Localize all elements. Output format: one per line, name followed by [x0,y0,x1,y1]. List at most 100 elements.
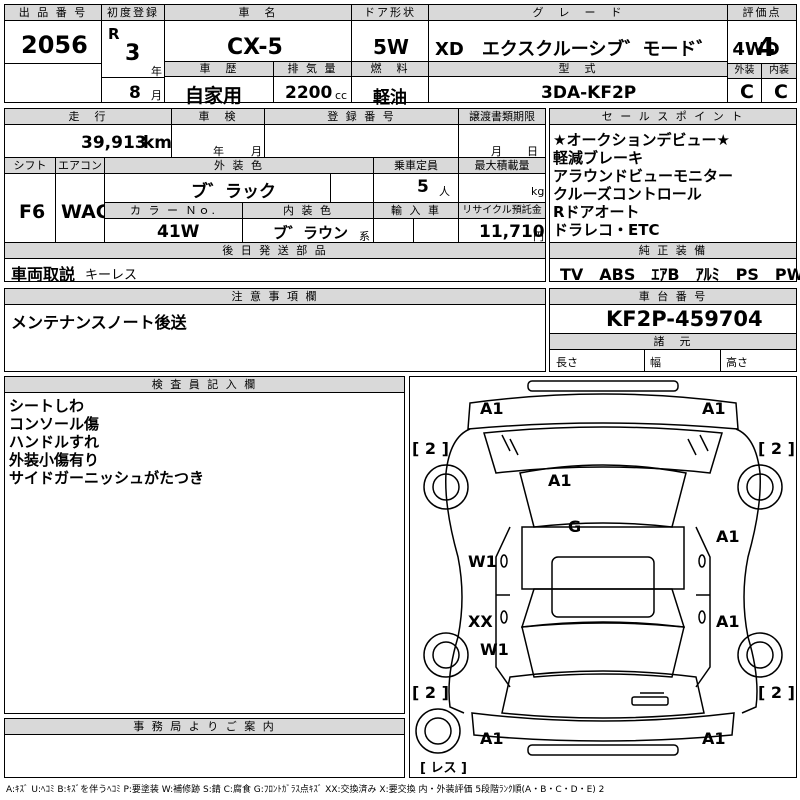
int-score: C [774,81,788,103]
transfer-day-unit: 日 [527,145,538,158]
notes-label: 注 意 事 項 欄 [5,289,545,305]
fuel: 軽油 [373,88,407,108]
mark-a1-bottom-left: A1 [480,729,504,748]
score: 4 [757,33,776,63]
chassis-panel: 車 台 番 号 KF2P-459704 諸 元 長さ 幅 高さ [549,288,797,372]
inspection-label: 車 検 [172,109,264,125]
recycle-fee: 11,710 [479,222,545,242]
score-label: 評価点 [728,5,796,21]
chassis-label: 車 台 番 号 [550,289,796,305]
dims-label: 諸 元 [550,334,796,350]
inspector-note: サイドガーニッシュがたつき [9,469,205,487]
mileage-unit: km [143,133,173,153]
reg-month-unit: 月 [151,89,162,102]
mark-a1-right-front: A1 [716,527,740,546]
load-label: 最大積載量 [459,158,545,174]
height-label: 高さ [726,356,748,369]
mileage: 39,913 [81,133,147,153]
office-panel: 事 務 局 よ り ご 案 内 [4,718,405,778]
door-label: ドア形状 [352,5,428,21]
era: R [108,25,120,43]
equipment-label: 純 正 装 備 [550,243,796,259]
later-parts-label: 後 日 発 送 部 品 [5,243,545,259]
lot-no: 2056 [21,31,88,59]
later-parts: キーレス [85,268,138,283]
first-reg-label: 初度登録 [102,5,164,21]
reg-no-label: 登 録 番 号 [265,109,458,125]
insp-month-unit: 月 [251,145,262,158]
car-name-label: 車 名 [165,5,351,21]
ac-label: エアコン [56,158,104,174]
shift-label: シフト [5,158,55,174]
width-label: 幅 [650,356,661,369]
mark-tire-rl: [ 2 ] [412,683,449,702]
color-label: 外 装 色 [105,158,373,174]
header-table: 出 品 番 号 2056 初度登録 R 3 年 8 月 車 名 CX-5 ドア形… [4,4,797,108]
sales-point: クルーズコントロール [553,185,702,203]
model-code: 3DA-KF2P [541,83,637,103]
sales-point: Rドアオート [553,203,640,221]
import-label: 輸 入 車 [374,203,458,219]
mark-a1-bottom-right: A1 [702,729,726,748]
inspector-note: コンソール傷 [9,415,100,433]
lot-no-label: 出 品 番 号 [5,5,101,21]
grade-label: グ レ ー ド [429,5,727,21]
recycle-label: リサイクル預託金 [459,203,545,219]
chassis-no: KF2P-459704 [606,307,763,331]
interior-color: ブ゛ラウン [273,224,349,242]
transfer-month-unit: 月 [491,145,502,158]
insp-year-unit: 年 [213,145,224,158]
notes-panel: 注 意 事 項 欄 メンテナンスノート後送 [4,288,546,372]
history-label: 車 歴 [165,62,273,77]
interior-unit: 系 [359,230,370,243]
inspector-note: 外装小傷有り [9,451,100,469]
load-unit: kg [531,185,545,198]
inspector-note: シートしわ [9,397,85,415]
mark-xx-left-rear: XX [468,612,493,631]
exterior-color: ブ゛ラック [191,182,276,202]
sales-point: ドラレコ・ETC [553,221,660,239]
colorno-label: カ ラ ー Ｎｏ. [105,203,242,219]
transfer-label: 譲渡書類期限 [459,109,545,125]
inspector-notes: シートしわ コンソール傷 ハンドルすれ 外装小傷有り サイドガーニッシュがたつき [9,397,204,487]
sales-points-list: ★オークションデビュー★ 軽減ブレーキ アラウンドビューモニター クルーズコント… [553,131,733,239]
mark-tire-fl: [ 2 ] [412,439,449,458]
interior-label: 内 装 色 [243,203,373,219]
mark-tire-rr: [ 2 ] [758,683,795,702]
mark-g-windshield: G [568,517,582,536]
capacity: 5 [417,177,429,197]
notes-text: メンテナンスノート後送 [11,313,187,332]
length-label: 長さ [556,356,578,369]
office-label: 事 務 局 よ り ご 案 内 [5,719,404,735]
int-label: 内装 [762,64,796,79]
mark-a1-top-right: A1 [702,399,726,418]
reg-year-unit: 年 [151,65,162,78]
grade: XD エクスクルーシブ゛モード゛ 4WD [435,39,780,60]
displacement: 2200 [285,83,333,103]
sales-points-panel: セ ー ル ス ポ イ ン ト ★オークションデビュー★ 軽減ブレーキ アラウン… [549,108,800,284]
door-type: 5W [373,35,409,59]
displacement-label: 排 気 量 [274,62,351,77]
history: 自家用 [185,85,243,107]
sales-points-label: セ ー ル ス ポ イ ン ト [550,109,796,125]
mark-spare: [ レス ] [420,761,467,776]
mark-w1-left-rear: W1 [480,640,509,659]
ac: WAC [61,201,110,223]
inspector-label: 検 査 員 記 入 欄 [5,377,404,393]
capacity-unit: 人 [439,185,450,198]
recycle-unit: 円 [533,230,544,243]
spec-table: 走 行 車 検 登 録 番 号 譲渡書類期限 39,913 km 年 月 月 日… [4,108,546,284]
car-name: CX-5 [227,35,283,60]
equipment: TV ABS ｴｱB ｱﾙﾐ PS PW [560,265,800,284]
mark-w1-left-front: W1 [468,552,497,571]
mark-tire-fr: [ 2 ] [758,439,795,458]
sales-point: 軽減ブレーキ [553,149,644,167]
reg-month: 8 [129,83,141,103]
color-no: 41W [157,222,200,242]
ext-score: C [740,81,754,103]
car-diagram [415,380,783,756]
reg-year: 3 [125,41,141,66]
sales-point: ★オークションデビュー★ [553,131,730,149]
inspector-note: ハンドルすれ [9,433,100,451]
mark-a1-top-left: A1 [480,399,504,418]
